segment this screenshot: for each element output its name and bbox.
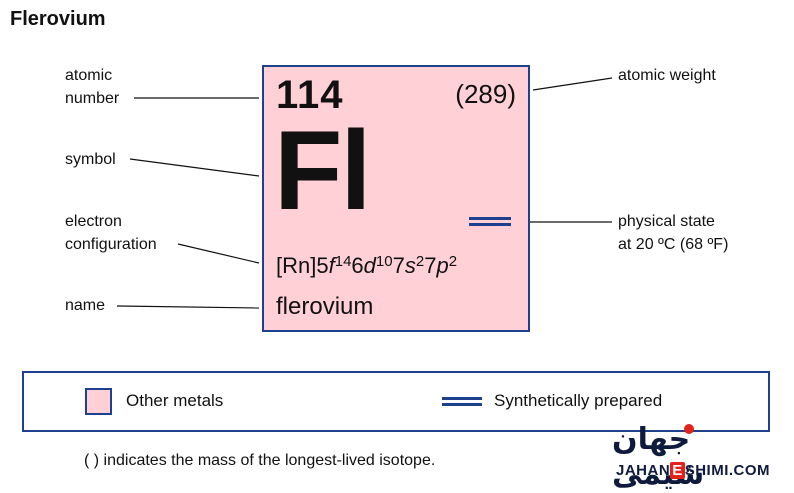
atomic-number-label: atomic number <box>65 64 119 110</box>
name-leader <box>116 305 260 309</box>
config-o3: s <box>404 253 416 278</box>
config-o4: p <box>436 253 449 278</box>
name-label: name <box>65 297 106 314</box>
config-core: [Rn] <box>276 253 317 278</box>
symbol-label: symbol <box>65 151 116 168</box>
atomic-weight-label: atomic weight <box>618 67 716 84</box>
config-n4: 7 <box>424 253 437 278</box>
page-title: Flerovium <box>10 8 106 30</box>
config-n1: 5 <box>316 253 329 278</box>
atomic-number-label-line2: number <box>65 90 120 107</box>
element-name: flerovium <box>276 293 374 320</box>
config-e2: 10 <box>375 253 393 270</box>
footnote: ( ) indicates the mass of the longest-li… <box>84 452 436 469</box>
synthetic-legend-icon <box>442 397 482 409</box>
logo-en-e: E <box>670 462 685 479</box>
element-symbol: Fl <box>274 108 372 233</box>
atomic-number: 114 <box>276 73 344 117</box>
physical-state-label: physical state at 20 ºC (68 ºF) <box>618 210 728 256</box>
element-card: 114 (289) Fl [Rn]5f146d107s27p2 fleroviu… <box>262 65 530 332</box>
synthetic-state-icon <box>469 217 511 229</box>
electron-config-leader <box>177 243 260 264</box>
config-o2: d <box>363 253 376 278</box>
atomic-weight-leader <box>532 77 613 91</box>
config-e4: 2 <box>448 253 458 270</box>
other-metals-swatch-icon <box>85 388 112 415</box>
config-n2: 6 <box>351 253 364 278</box>
electron-config-label-line2: configuration <box>65 236 157 253</box>
legend-category-label: Other metals <box>126 391 224 410</box>
logo-en-suffix: SHIMI.COM <box>684 462 771 479</box>
atomic-weight: (289) <box>455 79 516 109</box>
logo-persian-text: جهان شیمی <box>612 422 705 492</box>
electron-config-label: electron configuration <box>65 210 157 256</box>
electron-config-label-line1: electron <box>65 213 122 230</box>
config-e1: 14 <box>334 253 352 270</box>
physical-state-label-line2: at 20 ºC (68 ºF) <box>618 236 729 253</box>
legend-state-label: Synthetically prepared <box>494 391 663 410</box>
logo-dot-icon <box>684 424 694 434</box>
config-o1: f <box>328 253 335 278</box>
atomic-number-label-line1: atomic <box>65 67 113 84</box>
symbol-leader <box>129 158 260 177</box>
electron-configuration: [Rn]5f146d107s27p2 <box>276 253 457 279</box>
config-n3: 7 <box>392 253 405 278</box>
logo-en-prefix: JAHAN <box>616 462 671 479</box>
legend: Other metals Synthetically prepared <box>22 371 770 432</box>
physical-state-label-line1: physical state <box>618 213 715 230</box>
config-e3: 2 <box>415 253 425 270</box>
